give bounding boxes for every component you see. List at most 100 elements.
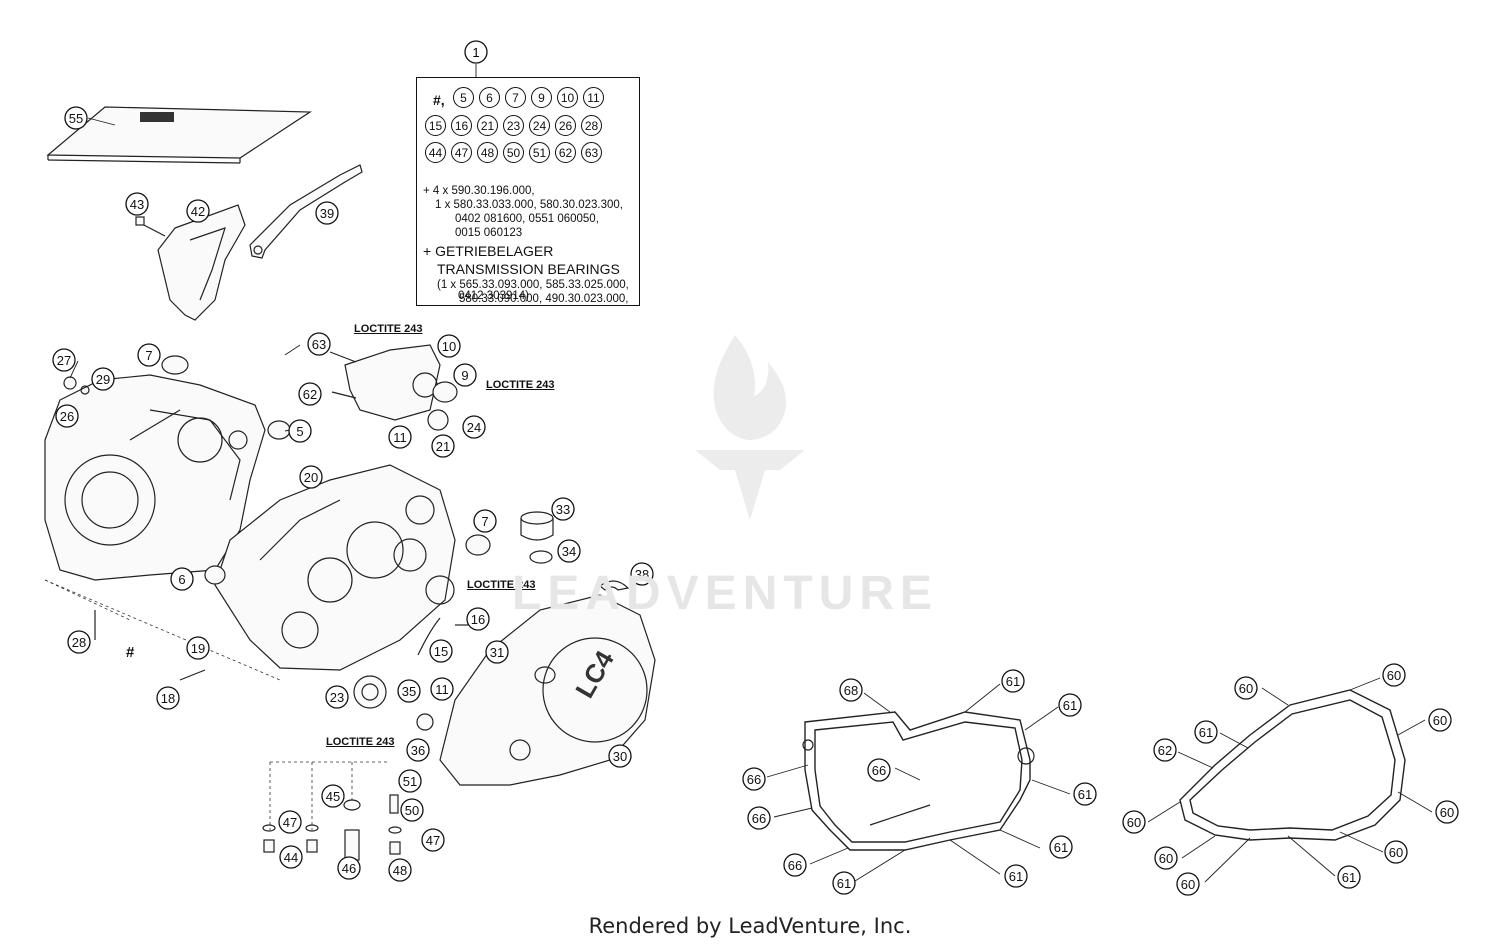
callout-15: 15 [429, 639, 453, 663]
kit-row1-7: 7 [505, 87, 526, 108]
callout-60: 60 [1384, 840, 1408, 864]
svg-text:11: 11 [393, 430, 407, 445]
loctite-note-2: LOCTITE 243 [486, 379, 555, 391]
svg-text:66: 66 [788, 858, 802, 873]
callout-38: 38 [630, 562, 654, 586]
svg-text:61: 61 [1009, 869, 1023, 884]
callout-66: 66 [783, 853, 807, 877]
svg-text:31: 31 [490, 645, 504, 660]
callout-61: 61 [1001, 669, 1025, 693]
callout-5: 5 [288, 419, 312, 443]
callout-62: 62 [298, 382, 322, 406]
svg-text:23: 23 [330, 690, 344, 705]
svg-text:60: 60 [1127, 815, 1141, 830]
svg-text:61: 61 [1078, 787, 1092, 802]
svg-text:18: 18 [161, 691, 175, 706]
loctite-note-3: LOCTITE 243 [467, 579, 536, 591]
kit-line-4: 0015 060123 [455, 227, 523, 239]
callout-61: 61 [1073, 782, 1097, 806]
callout-27: 27 [52, 348, 76, 372]
kit-hash: #, [433, 92, 445, 108]
callout-7: 7 [473, 509, 497, 533]
svg-text:30: 30 [613, 749, 627, 764]
right-crankcase-illustration [214, 464, 456, 671]
callout-60: 60 [1435, 800, 1459, 824]
callout-62: 62 [1153, 738, 1177, 762]
kit-line-1: + 4 x 590.30.196.000, [423, 185, 535, 197]
callout-46: 46 [337, 856, 361, 880]
svg-text:7: 7 [481, 514, 488, 529]
svg-text:61: 61 [837, 876, 851, 891]
callout-24: 24 [462, 415, 486, 439]
svg-text:48: 48 [393, 863, 407, 878]
svg-text:61: 61 [1006, 674, 1020, 689]
svg-text:24: 24 [467, 420, 481, 435]
oil-screen-plug-illustration [520, 511, 554, 564]
svg-text:11: 11 [435, 682, 449, 697]
svg-text:34: 34 [562, 544, 576, 559]
svg-text:33: 33 [556, 502, 570, 517]
callout-1: 1 [464, 40, 488, 64]
callout-7: 7 [137, 343, 161, 367]
chain-guard-illustration [135, 204, 246, 321]
svg-text:60: 60 [1389, 845, 1403, 860]
callout-61: 61 [1049, 835, 1073, 859]
callout-48: 48 [388, 858, 412, 882]
kit-row1-10: 10 [557, 87, 578, 108]
kit-line-5: + GETRIEBELAGER [423, 243, 554, 259]
callout-34: 34 [557, 539, 581, 563]
callout-61: 61 [1194, 720, 1218, 744]
svg-text:60: 60 [1387, 668, 1401, 683]
callout-35: 35 [397, 679, 421, 703]
callout-31: 31 [485, 640, 509, 664]
kit-row3-63: 63 [581, 142, 602, 163]
svg-text:7: 7 [145, 348, 152, 363]
svg-text:50: 50 [405, 803, 419, 818]
svg-text:35: 35 [402, 684, 416, 699]
svg-text:60: 60 [1239, 681, 1253, 696]
callout-68: 68 [839, 678, 863, 702]
svg-text:27: 27 [57, 353, 71, 368]
callout-47: 47 [421, 828, 445, 852]
svg-text:9: 9 [461, 368, 468, 383]
callout-61: 61 [1058, 693, 1082, 717]
clutch-cover-illustration: LC4 [439, 594, 656, 786]
svg-text:47: 47 [426, 833, 440, 848]
kit-row3-62: 62 [555, 142, 576, 163]
callout-60: 60 [1154, 846, 1178, 870]
footer-credit: Rendered by LeadVenture, Inc. [588, 914, 912, 938]
callout-11: 11 [430, 677, 454, 701]
svg-text:16: 16 [471, 612, 485, 627]
kit-row2-24: 24 [529, 115, 550, 136]
callout-44: 44 [279, 845, 303, 869]
small-screws-illustration [44, 579, 468, 681]
svg-text:63: 63 [312, 337, 326, 352]
svg-text:39: 39 [320, 206, 334, 221]
kit-line-8: 580.33.090.000, 490.30.023.000, [459, 293, 629, 305]
callout-50: 50 [400, 798, 424, 822]
svg-text:43: 43 [130, 197, 144, 212]
gasket-kit-box: #, + 4 x 590.30.196.000, 1 x 580.33.033.… [416, 77, 640, 306]
callout-30: 30 [608, 744, 632, 768]
kit-row1-9: 9 [531, 87, 552, 108]
callout-26: 26 [55, 404, 79, 428]
svg-text:60: 60 [1440, 805, 1454, 820]
callout-55: 55 [64, 106, 88, 130]
callout-21: 21 [431, 434, 455, 458]
leader-lines [69, 64, 1433, 883]
svg-text:68: 68 [844, 683, 858, 698]
callout-61: 61 [832, 871, 856, 895]
watermark-logo [695, 335, 805, 520]
kit-row3-47: 47 [451, 142, 472, 163]
kit-row3-50: 50 [503, 142, 524, 163]
callout-66: 66 [747, 806, 771, 830]
svg-text:45: 45 [326, 789, 340, 804]
kit-row2-16: 16 [451, 115, 472, 136]
svg-text:44: 44 [284, 850, 298, 865]
svg-text:66: 66 [752, 811, 766, 826]
svg-text:28: 28 [72, 635, 86, 650]
loctite-note-1: LOCTITE 243 [354, 323, 423, 335]
kit-line-2: 1 x 580.33.033.000, 580.30.023.300, [435, 199, 623, 211]
